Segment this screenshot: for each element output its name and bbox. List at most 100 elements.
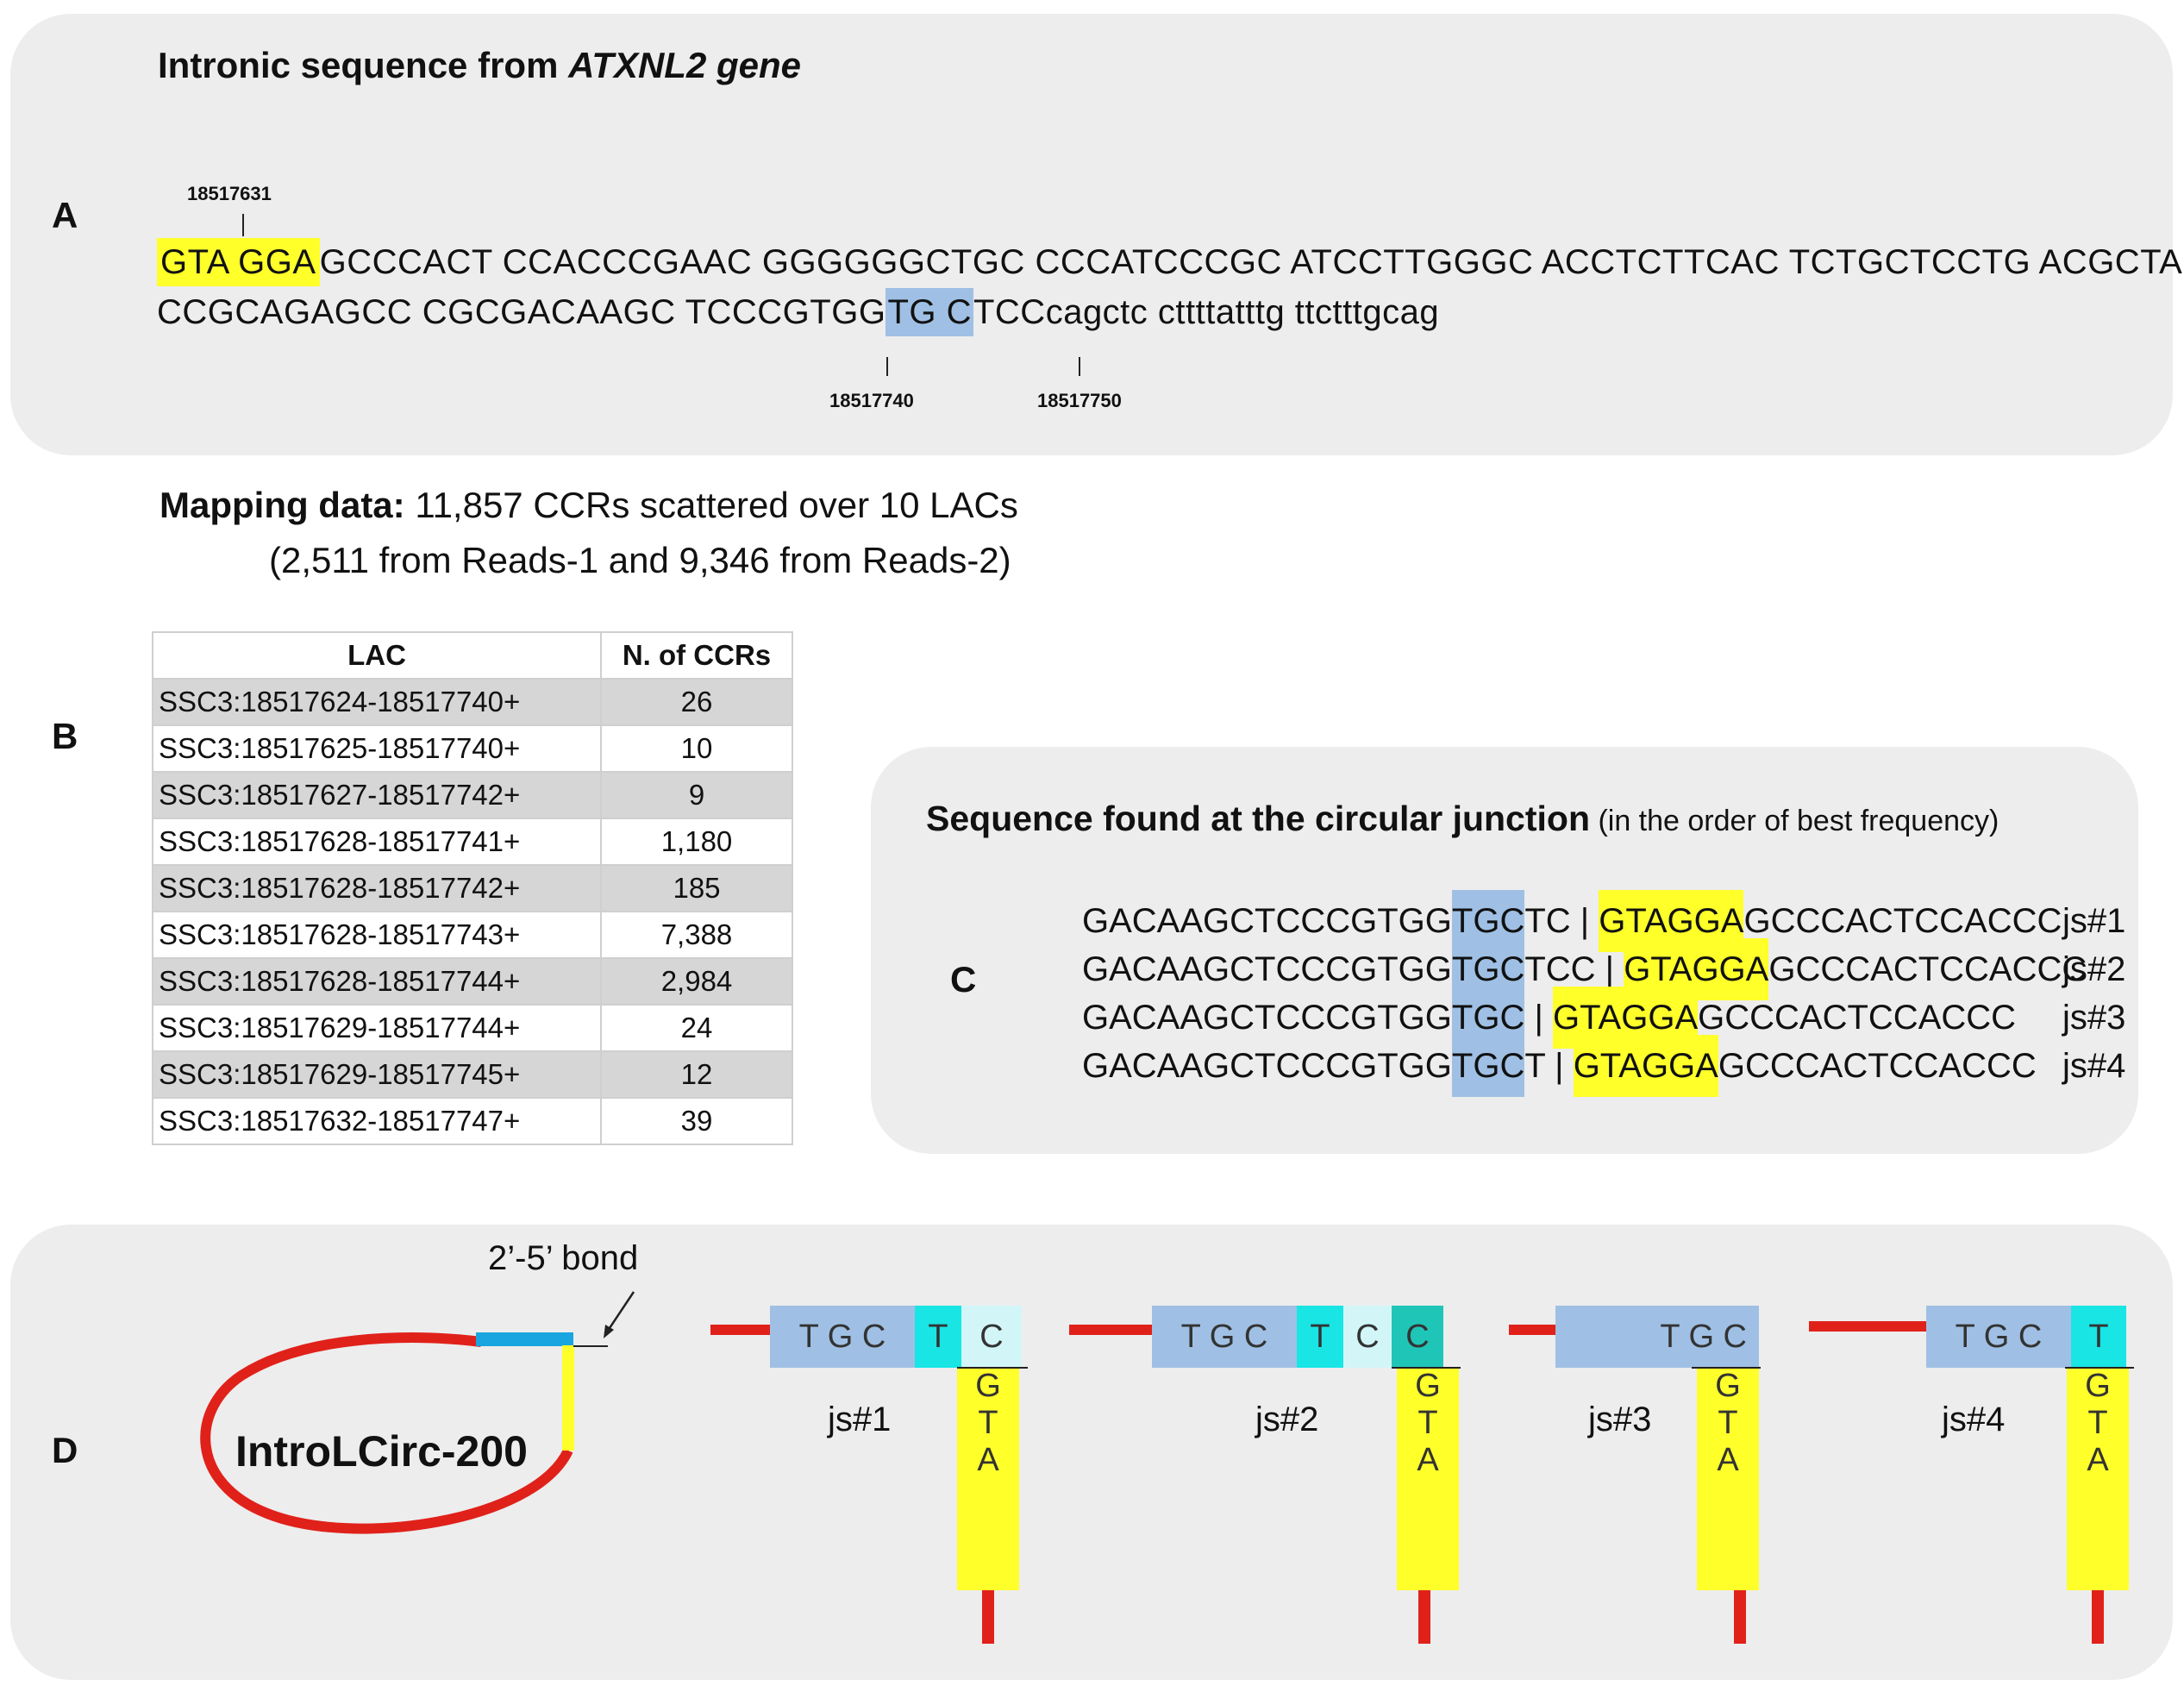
bond-label: 2’-5’ bond (488, 1239, 639, 1277)
js4-t-block: T (2071, 1306, 2126, 1368)
base-g: G (975, 1368, 1001, 1404)
ccr-count-cell: 10 (600, 724, 793, 773)
js4-red-strand-left (1809, 1321, 1928, 1332)
js2-c-block-teal: C (1392, 1306, 1443, 1368)
js2-t-block: T (1297, 1306, 1343, 1368)
table-row: SSC3:18517632-18517747+39 (152, 1097, 793, 1145)
js2-red-strand-down (1418, 1590, 1430, 1644)
js3-tgc-text: T G C (1660, 1318, 1747, 1355)
sequence-line-2-pre: CCGCAGAGCC CGCGACAAGC TCCCGTGG (157, 293, 886, 331)
junction-seq-mid: TC (1524, 902, 1571, 940)
base-a: A (1417, 1442, 1439, 1478)
lac-table-header: LAC N. of CCRs (152, 631, 793, 680)
js3-red-strand-down (1734, 1590, 1746, 1644)
coord-b2: 18517750 (1037, 390, 1122, 411)
ccr-header: N. of CCRs (600, 631, 793, 680)
js1-tgc-block: T G C (770, 1306, 915, 1368)
coord-b1: 18517740 (829, 390, 914, 411)
coord-top: 18517631 (187, 183, 272, 204)
mapping-line-2: (2,511 from Reads-1 and 9,346 from Reads… (269, 540, 1011, 580)
lac-cell: SSC3:18517624-18517740+ (152, 678, 602, 726)
ccr-count-cell: 24 (600, 1004, 793, 1052)
js1-red-strand-down (982, 1590, 994, 1644)
panel-a-title: Intronic sequence from ATXNL2 gene (158, 45, 801, 86)
js1-junction-line (957, 1367, 1028, 1369)
base-a: A (2087, 1442, 2109, 1478)
panel-a-title-gene: ATXNL2 gene (568, 45, 802, 85)
js2-label: js#2 (1255, 1401, 1319, 1438)
js3-junction-line (1692, 1367, 1761, 1369)
junction-seq-left: GACAAGCTCCCGTGG (1082, 1047, 1452, 1085)
js1-t-block: T (915, 1306, 961, 1368)
js3-tgc-block: T G C (1555, 1306, 1759, 1368)
coord-b1-tick (886, 357, 888, 376)
sequence-line-2: CCGCAGAGCC CGCGACAAGC TCCCGTGGTG CTCCcag… (157, 288, 1440, 336)
junction-separator: | (1595, 950, 1624, 988)
table-row: SSC3:18517628-18517741+1,180 (152, 818, 793, 866)
table-row: SSC3:18517628-18517743+7,388 (152, 911, 793, 959)
lac-cell: SSC3:18517627-18517742+ (152, 771, 602, 819)
base-a: A (1717, 1442, 1739, 1478)
base-g: G (2085, 1368, 2111, 1404)
junction-seq-yellow: GTAGGA (1573, 1035, 1718, 1097)
junction-seq-left: GACAAGCTCCCGTGG (1082, 902, 1452, 940)
junction-label: js#2 (2062, 950, 2126, 988)
ccr-count-cell: 7,388 (600, 911, 793, 959)
lac-table: LAC N. of CCRs SSC3:18517624-18517740+26… (152, 631, 793, 1145)
lac-cell: SSC3:18517628-18517742+ (152, 864, 602, 912)
js2-c-block-pale: C (1343, 1306, 1392, 1368)
js4-junction-line (2065, 1367, 2134, 1369)
lac-header: LAC (152, 631, 602, 680)
lac-cell: SSC3:18517629-18517744+ (152, 1004, 602, 1052)
base-t: T (1417, 1405, 1438, 1441)
panel-a-letter: A (52, 195, 78, 235)
js2-junction-line (1392, 1367, 1461, 1369)
js1-c-block: C (961, 1306, 1022, 1368)
js4-tgc-block: T G C (1926, 1306, 2071, 1368)
sequence-line-1-rest: GCCCACT CCACCCGAAC GGGGGGCTGC CCCATCCCGC… (319, 243, 2184, 281)
js4-red-strand-down (2092, 1590, 2104, 1644)
junction-row: GACAAGCTCCCGTGGTGCTCC | GTAGGAGCCCACTCCA… (1082, 938, 2087, 1000)
mapping-line-1: Mapping data: 11,857 CCRs scattered over… (160, 485, 1018, 526)
lac-cell: SSC3:18517628-18517743+ (152, 911, 602, 959)
panel-c-title: Sequence found at the circular junction … (926, 799, 1999, 839)
junction-row: GACAAGCTCCCGTGGTGCT | GTAGGAGCCCACTCCACC… (1082, 1035, 2037, 1097)
panel-b-letter: B (52, 716, 78, 756)
bond-arrow (608, 1291, 635, 1329)
ccr-count-cell: 26 (600, 678, 793, 726)
junction-seq-left: GACAAGCTCCCGTGG (1082, 950, 1452, 988)
junction-separator: | (1524, 999, 1553, 1037)
lac-cell: SSC3:18517628-18517744+ (152, 957, 602, 1006)
junction-row: GACAAGCTCCCGTGGTGCTC | GTAGGAGCCCACTCCAC… (1082, 890, 2062, 952)
ccr-count-cell: 9 (600, 771, 793, 819)
table-row: SSC3:18517629-18517745+12 (152, 1050, 793, 1099)
js2-tgc-block: T G C (1152, 1306, 1297, 1368)
base-a: A (977, 1442, 999, 1478)
sequence-line-2-highlight: TG C (885, 288, 973, 336)
junction-seq-left: GACAAGCTCCCGTGG (1082, 999, 1452, 1037)
ccr-count-cell: 185 (600, 864, 793, 912)
base-g: G (1715, 1368, 1741, 1404)
js4-label: js#4 (1942, 1401, 2006, 1438)
junction-row: GACAAGCTCCCGTGGTGC | GTAGGAGCCCACTCCACCC (1082, 987, 2016, 1049)
ccr-count-cell: 1,180 (600, 818, 793, 866)
lac-cell: SSC3:18517628-18517741+ (152, 818, 602, 866)
panel-d (10, 1225, 2173, 1680)
junction-seq-right: GCCCACTCCACCC (1743, 902, 2062, 940)
junction-seq-blue: TGC (1451, 1035, 1525, 1097)
sequence-line-1-highlight: GTA GGA (157, 238, 320, 286)
mapping-text-1: 11,857 CCRs scattered over 10 LACs (404, 485, 1018, 525)
ccr-count-cell: 39 (600, 1097, 793, 1145)
ccr-count-cell: 2,984 (600, 957, 793, 1006)
junction-label: js#3 (2062, 999, 2126, 1037)
lac-cell: SSC3:18517632-18517747+ (152, 1097, 602, 1145)
base-t: T (2087, 1405, 2108, 1441)
table-row: SSC3:18517624-18517740+26 (152, 678, 793, 726)
sequence-line-2-post: TCCcagctc cttttatttg ttctttgcag (973, 293, 1440, 331)
ccr-count-cell: 12 (600, 1050, 793, 1099)
circ-label: IntroLCirc-200 (235, 1427, 528, 1476)
